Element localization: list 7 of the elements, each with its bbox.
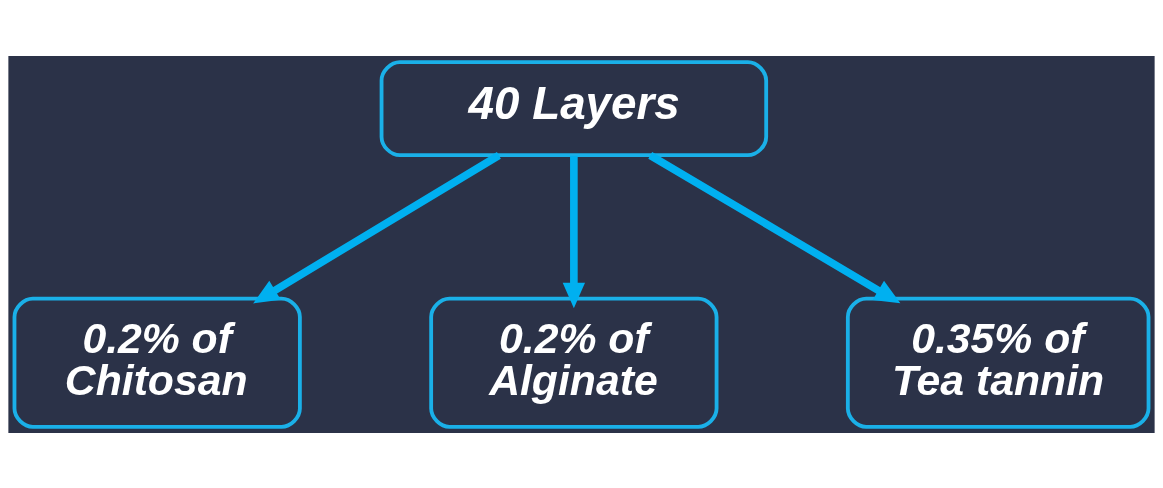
node-box: 40 Layers xyxy=(379,59,769,157)
arrow xyxy=(253,151,501,303)
arrow xyxy=(648,151,901,303)
node-box: 0.2% of Chitosan xyxy=(12,296,302,429)
node-box: 0.35% of Tea tannin xyxy=(845,296,1151,429)
node-box: 0.2% of Alginate xyxy=(429,296,719,429)
arrow xyxy=(562,155,586,308)
